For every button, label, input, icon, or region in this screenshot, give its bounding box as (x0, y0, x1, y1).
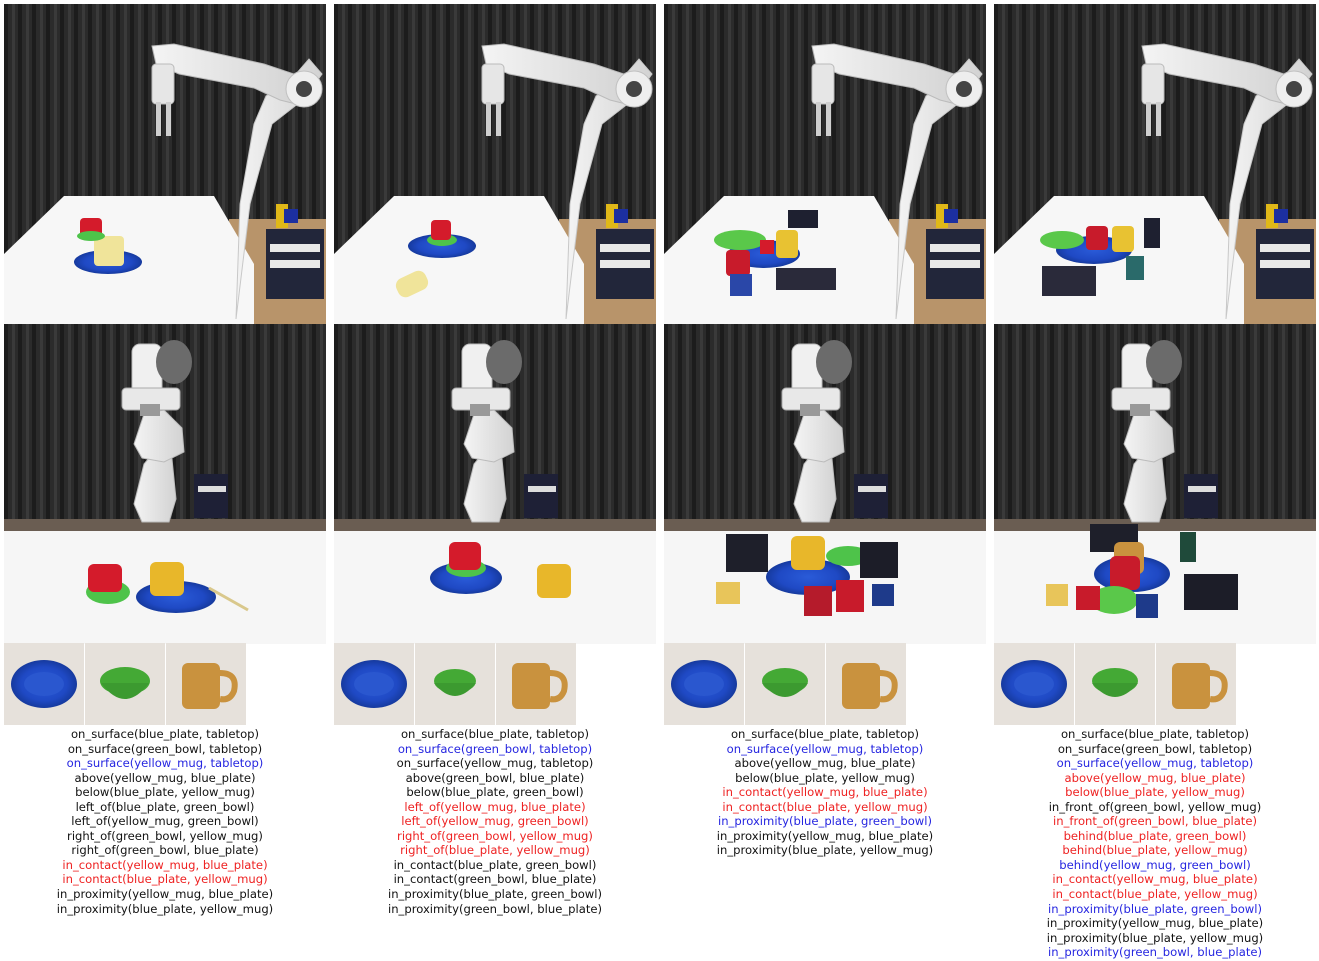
yellow-mug-icon (496, 643, 576, 725)
blue-plate-icon (4, 643, 84, 725)
predicate-line: on_surface(blue_plate, tabletop) (70, 727, 260, 741)
scene-column-2 (334, 4, 656, 644)
predicate-line: in_contact(blue_plate, yellow_mug) (1052, 887, 1258, 902)
predicate-line: on_surface(green_bowl, tabletop) (1057, 741, 1253, 756)
top-view-photo (664, 4, 986, 324)
predicate-line: on_surface(yellow_mug, tabletop) (1056, 756, 1254, 771)
predicate-line: behind(blue_plate, green_bowl) (1063, 828, 1247, 843)
predicate-line: in_proximity(blue_plate, green_bowl) (1047, 901, 1263, 916)
predicate-line: left_of(yellow_mug, blue_plate) (404, 799, 586, 814)
green-bowl-icon (745, 643, 825, 725)
top-view-photo (994, 4, 1316, 324)
predicate-list-4: on_surface(blue_plate, tabletop) on_surf… (994, 727, 1316, 960)
predicate-line: right_of(green_bowl, yellow_mug) (397, 828, 593, 843)
front-view-photo (334, 324, 656, 644)
predicate-line: right_of(green_bowl, yellow_mug) (67, 828, 263, 843)
green-bowl-icon (85, 643, 165, 725)
predicate-line: in_proximity(blue_plate, yellow_mug) (56, 901, 274, 916)
blue-plate-icon (664, 643, 744, 725)
predicate-line: above(yellow_mug, blue_plate) (74, 770, 256, 785)
predicate-line: below(blue_plate, yellow_mug) (735, 770, 915, 785)
yellow-mug-icon (826, 643, 906, 725)
predicate-line: right_of(green_bowl, blue_plate) (71, 843, 259, 858)
scene-column-3 (664, 4, 986, 644)
predicate-line: on_surface(blue_plate, tabletop) (1060, 727, 1250, 741)
blue-plate-icon (994, 643, 1074, 725)
predicate-line: in_contact(yellow_mug, blue_plate) (722, 785, 928, 800)
predicate-line: in_front_of(green_bowl, yellow_mug) (1048, 799, 1262, 814)
predicate-line: left_of(blue_plate, green_bowl) (75, 799, 255, 814)
predicate-line: in_contact(yellow_mug, blue_plate) (1052, 872, 1258, 887)
predicate-line: below(blue_plate, yellow_mug) (75, 785, 255, 800)
predicate-line: behind(blue_plate, yellow_mug) (1062, 843, 1248, 858)
predicate-line: on_surface(green_bowl, tabletop) (397, 741, 593, 756)
object-thumbnails (994, 643, 1237, 725)
predicate-list-1: on_surface(blue_plate, tabletop) on_surf… (4, 727, 326, 916)
top-view-photo (334, 4, 656, 324)
predicate-line: in_proximity(yellow_mug, blue_plate) (56, 887, 274, 902)
yellow-mug-icon (166, 643, 246, 725)
predicate-line: in_proximity(blue_plate, yellow_mug) (1046, 930, 1264, 945)
predicate-list-3: on_surface(blue_plate, tabletop) on_surf… (664, 727, 986, 858)
scene-column-1 (4, 4, 326, 644)
predicate-line: in_proximity(green_bowl, blue_plate) (387, 901, 603, 916)
green-bowl-icon (415, 643, 495, 725)
predicate-line: in_proximity(blue_plate, yellow_mug) (716, 843, 934, 858)
predicate-line: in_contact(green_bowl, blue_plate) (393, 872, 597, 887)
object-thumbnails (664, 643, 907, 725)
predicate-line: in_proximity(green_bowl, blue_plate) (1047, 945, 1263, 960)
predicate-line: in_contact(yellow_mug, blue_plate) (62, 857, 268, 872)
predicate-line: in_contact(blue_plate, green_bowl) (393, 857, 597, 872)
predicate-line: on_surface(green_bowl, tabletop) (67, 741, 263, 756)
predicate-line: in_contact(blue_plate, yellow_mug) (62, 872, 268, 887)
predicate-line: in_proximity(blue_plate, green_bowl) (387, 887, 603, 902)
green-bowl-icon (1075, 643, 1155, 725)
object-thumbnails (4, 643, 247, 725)
predicate-line: left_of(yellow_mug, green_bowl) (401, 814, 589, 829)
predicate-line: above(yellow_mug, blue_plate) (734, 756, 916, 771)
predicate-line: below(blue_plate, green_bowl) (406, 785, 584, 800)
predicate-line: above(green_bowl, blue_plate) (405, 770, 585, 785)
predicate-line: on_surface(yellow_mug, tabletop) (396, 756, 594, 771)
front-view-photo (664, 324, 986, 644)
top-view-photo (4, 4, 326, 324)
predicate-line: right_of(blue_plate, yellow_mug) (400, 843, 590, 858)
predicate-line: left_of(yellow_mug, green_bowl) (71, 814, 259, 829)
predicate-line: on_surface(blue_plate, tabletop) (730, 727, 920, 741)
yellow-mug-icon (1156, 643, 1236, 725)
front-view-photo (4, 324, 326, 644)
predicate-line: below(blue_plate, yellow_mug) (1065, 785, 1245, 800)
predicate-line: in_proximity(blue_plate, green_bowl) (717, 814, 933, 829)
object-thumbnails (334, 643, 577, 725)
predicate-line: above(yellow_mug, blue_plate) (1064, 770, 1246, 785)
predicate-line: in_contact(blue_plate, yellow_mug) (722, 799, 928, 814)
predicate-line: on_surface(yellow_mug, tabletop) (66, 756, 264, 771)
blue-plate-icon (334, 643, 414, 725)
front-view-photo (994, 324, 1316, 644)
predicate-line: in_proximity(yellow_mug, blue_plate) (716, 828, 934, 843)
predicate-line: in_proximity(yellow_mug, blue_plate) (1046, 916, 1264, 931)
predicate-list-2: on_surface(blue_plate, tabletop) on_surf… (334, 727, 656, 916)
predicate-line: on_surface(blue_plate, tabletop) (400, 727, 590, 741)
scene-column-4 (994, 4, 1316, 644)
predicate-line: behind(yellow_mug, green_bowl) (1059, 857, 1251, 872)
predicate-line: in_front_of(green_bowl, blue_plate) (1053, 814, 1257, 829)
predicate-line: on_surface(yellow_mug, tabletop) (726, 741, 924, 756)
